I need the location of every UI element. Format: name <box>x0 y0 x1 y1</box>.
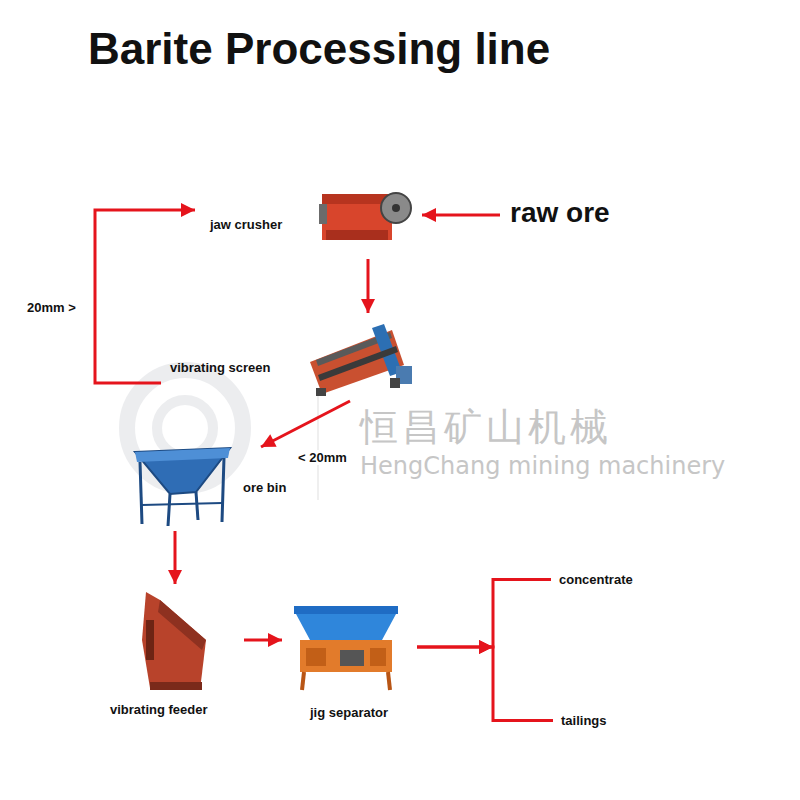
illustration-part <box>142 592 206 690</box>
arrow-head <box>479 640 493 654</box>
arrow-head <box>181 203 195 217</box>
illustration-part <box>381 193 411 223</box>
watermark-text: HengChang mining machinery <box>360 452 725 480</box>
flow-arrow <box>244 633 282 647</box>
illustration-part <box>326 230 388 240</box>
arrow-head <box>361 299 375 313</box>
arrow-head <box>168 570 182 584</box>
jig-separator-node: jig separator <box>290 600 415 722</box>
ore-bin-illustration <box>135 448 230 526</box>
illustration-part <box>296 614 396 640</box>
illustration-part <box>294 606 398 614</box>
illustration-part <box>157 400 213 456</box>
flow-arrow <box>422 208 500 222</box>
illustration-part <box>388 672 390 690</box>
illustration-part <box>318 346 398 381</box>
arrow-head <box>479 640 493 654</box>
edge-label: 20mm > <box>26 300 77 315</box>
jaw-crusher-node: jaw crusher <box>205 190 410 245</box>
jaw-crusher-illustration <box>319 193 411 240</box>
illustration-part <box>319 204 327 224</box>
flow-arrow <box>361 259 375 313</box>
illustration-part <box>300 640 392 672</box>
illustration-part <box>142 503 222 505</box>
arrow-head <box>268 633 282 647</box>
jig-separator-illustration <box>294 606 398 690</box>
diagram-title: Barite Processing line <box>88 24 550 74</box>
illustration-part <box>317 395 319 500</box>
node-label: tailings <box>561 713 607 728</box>
vibrating-screen-illustration <box>310 324 412 396</box>
vibrating-screen-node: vibrating screen <box>165 325 415 395</box>
node-label: raw ore <box>510 197 610 229</box>
flow-line <box>417 647 553 721</box>
flow-arrow <box>417 580 551 655</box>
arrow-head <box>422 208 436 222</box>
output-label: concentrate <box>557 571 635 588</box>
illustration-part <box>316 388 326 396</box>
flow-line <box>417 580 551 648</box>
equipment-label: vibrating feeder <box>110 702 208 717</box>
illustration-part <box>392 204 400 212</box>
flow-arrow <box>168 531 182 584</box>
illustration-part <box>196 492 198 520</box>
vibrating-feeder-illustration <box>142 592 206 690</box>
illustration-part <box>168 494 170 526</box>
vibrating-feeder-node: vibrating feeder <box>105 590 240 720</box>
illustration-part <box>340 650 364 666</box>
illustration-part <box>158 600 206 650</box>
flow-line <box>95 210 195 383</box>
equipment-label: ore bin <box>243 480 286 495</box>
flow-line <box>261 401 350 447</box>
illustration-part <box>370 648 386 666</box>
illustration-part <box>135 448 230 462</box>
flow-arrow <box>95 203 195 383</box>
output-label: tailings <box>559 712 609 729</box>
illustration-part <box>140 462 142 524</box>
illustration-part <box>135 448 230 494</box>
arrow-head <box>261 434 277 447</box>
watermark-text: 恒昌矿山机械 <box>360 402 612 453</box>
node-label: concentrate <box>559 572 633 587</box>
flow-arrow <box>261 401 350 447</box>
ore-bin-node: ore bin <box>133 445 295 527</box>
illustration-part <box>302 672 304 690</box>
illustration-part <box>306 648 326 666</box>
illustration-part <box>390 378 400 388</box>
equipment-label: jaw crusher <box>210 217 282 232</box>
equipment-label: jig separator <box>310 705 388 720</box>
edge-label: < 20mm <box>297 450 348 465</box>
flow-arrow <box>417 640 553 721</box>
equipment-label: vibrating screen <box>170 360 270 375</box>
illustration-part <box>146 620 154 660</box>
illustration-part <box>222 458 224 522</box>
input-label: raw ore <box>508 196 612 230</box>
illustration-part <box>150 682 202 690</box>
